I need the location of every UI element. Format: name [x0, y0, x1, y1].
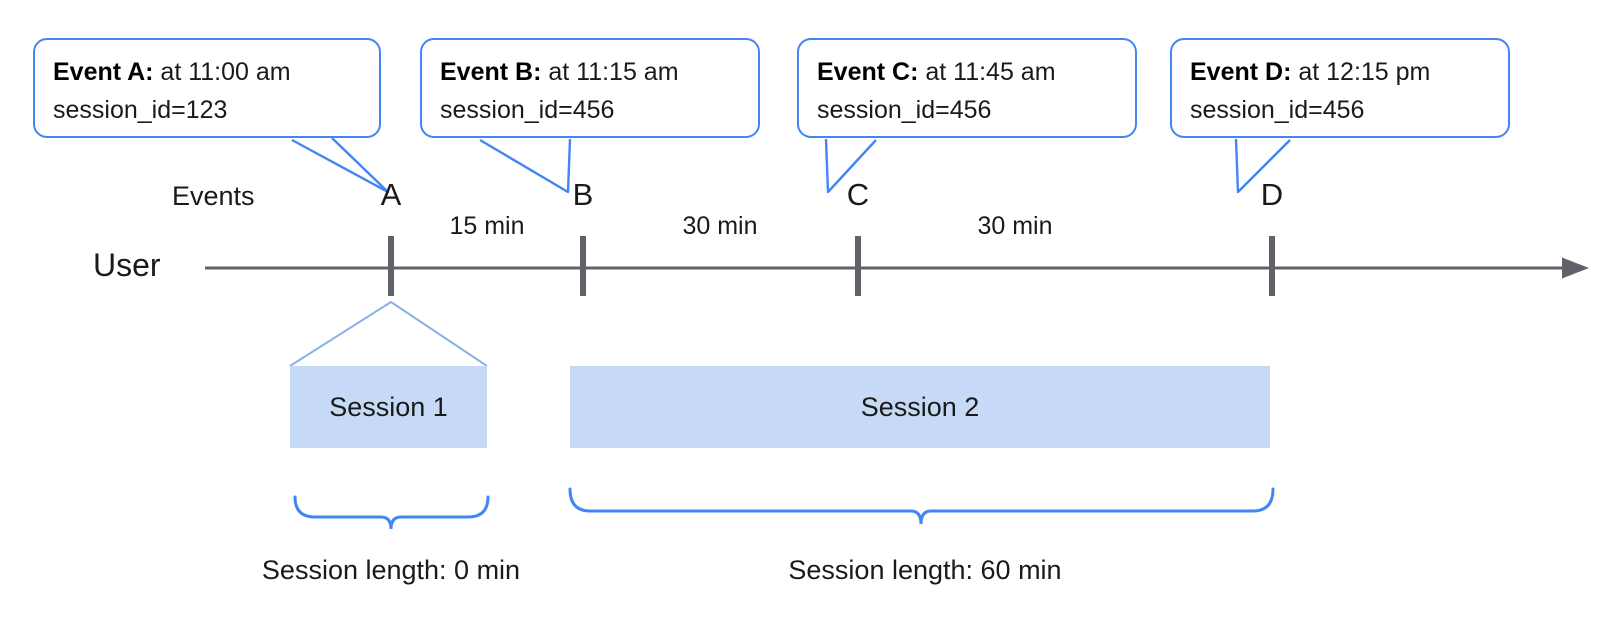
callout-b-bold: Event B: [440, 58, 542, 86]
callout-a-bold: Event A: [53, 58, 154, 86]
callout-tail-c [824, 138, 877, 194]
session-bar-1-label: Session 1 [329, 391, 448, 422]
session-2-brace [568, 487, 1275, 525]
event-letter-d: D [1260, 177, 1284, 212]
gap-label-b-c: 30 min [682, 212, 758, 240]
callout-event-c: Event C: at 11:45 am session_id=456 [797, 38, 1137, 138]
callout-tail-d [1234, 138, 1291, 194]
session-1-brace [293, 495, 490, 530]
callout-d-line2: session_id=456 [1190, 96, 1365, 124]
callout-c-rest: at 11:45 am [918, 58, 1056, 86]
callout-d-line1: Event D: at 12:15 pm [1190, 53, 1490, 91]
callout-a-line1: Event A: at 11:00 am [53, 53, 361, 91]
session-2-length-label: Session length: 60 min [788, 555, 1062, 585]
callout-event-d: Event D: at 12:15 pm session_id=456 [1170, 38, 1510, 138]
session-1-length-label: Session length: 0 min [261, 555, 521, 585]
callout-d-rest: at 12:15 pm [1291, 58, 1431, 86]
session-bar-2-label: Session 2 [860, 391, 980, 422]
user-lane-label: User [93, 247, 161, 283]
callout-tail-b [479, 138, 572, 194]
event-letter-a: A [380, 177, 402, 212]
callout-event-b: Event B: at 11:15 am session_id=456 [420, 38, 760, 138]
session-bar-2: Session 2 [570, 366, 1270, 448]
callout-b-rest: at 11:15 am [541, 58, 679, 86]
gap-label-a-b: 15 min [449, 212, 525, 240]
callout-event-a: Event A: at 11:00 am session_id=123 [33, 38, 381, 138]
session-1-funnel [289, 301, 488, 367]
callout-a-rest: at 11:00 am [153, 58, 291, 86]
callout-a-line2: session_id=123 [53, 96, 228, 124]
callout-c-bold: Event C: [817, 58, 919, 86]
callout-c-line1: Event C: at 11:45 am [817, 53, 1117, 91]
callout-b-line2: session_id=456 [440, 96, 615, 124]
event-letter-c: C [846, 177, 870, 212]
callout-b-line1: Event B: at 11:15 am [440, 53, 740, 91]
callout-d-bold: Event D: [1190, 58, 1292, 86]
session-bar-1: Session 1 [290, 366, 487, 448]
gap-label-c-d: 30 min [977, 212, 1053, 240]
events-lane-label: Events [172, 181, 255, 211]
event-letter-b: B [572, 177, 594, 212]
callout-c-line2: session_id=456 [817, 96, 992, 124]
callout-tail-a [291, 137, 390, 194]
